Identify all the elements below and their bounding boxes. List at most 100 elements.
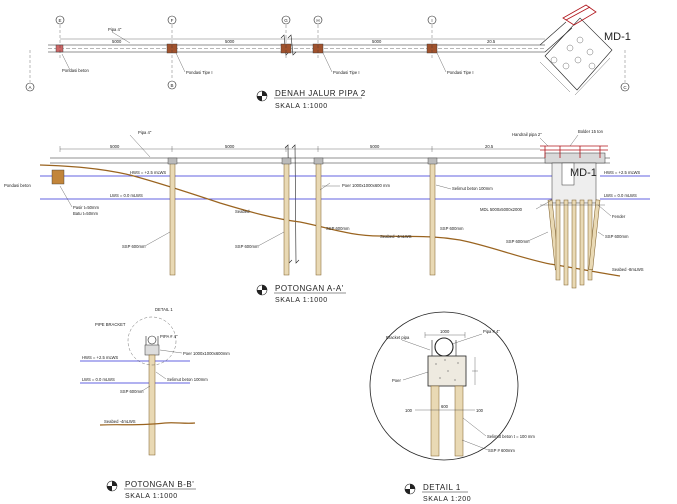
grid-bubble-e: E bbox=[58, 18, 61, 23]
aa-pile-h bbox=[315, 162, 322, 276]
aa-pile-i bbox=[429, 162, 436, 276]
plan-title-block: DENAH JALUR PIPA 2 SKALA 1:1000 bbox=[256, 89, 366, 110]
detail-bracket-label: Bracket pipa bbox=[386, 335, 410, 340]
plan-view: E F G H I A B C Pipa 4" 5000 5000 5000 2… bbox=[25, 4, 631, 110]
detail-title: DETAIL 1 bbox=[423, 483, 461, 492]
plan-label-pondasi-i: Pondasi Tipe I bbox=[447, 70, 474, 75]
aa-seabed-1: Seabed bbox=[235, 209, 250, 214]
aa-title-block: POTONGAN A-A' SKALA 1:1000 bbox=[256, 284, 346, 304]
aa-hws-label: HWS = +2.5 mLWS bbox=[130, 170, 166, 175]
bb-lws: LWS = 0.0 mLWS bbox=[82, 377, 115, 382]
detail-pile-left bbox=[430, 385, 440, 457]
plan-pipe-label: Pipa 4" bbox=[108, 27, 122, 32]
aa-ssp-1: SSP 600mm bbox=[122, 244, 146, 249]
detail-selimut-label: Selimut beton t = 100 mm bbox=[487, 434, 535, 439]
grid-bubble-i: I bbox=[431, 18, 432, 23]
grid-bubble-f: F bbox=[171, 18, 174, 23]
aa-poer-g bbox=[281, 157, 292, 165]
aa-ssp-3: SSP 600mm bbox=[326, 226, 350, 231]
detail-title-block: DETAIL 1 SKALA 1:200 bbox=[404, 483, 471, 503]
bb-ssp: SSP 600mm bbox=[120, 389, 144, 394]
section-aa: 5000 5000 5000 20.5 Pipa 4" HWS = +2.5 m… bbox=[4, 129, 650, 304]
aa-fender-label: Fender bbox=[612, 214, 626, 219]
aa-selimut-label: Selimut beton 100mm bbox=[452, 186, 493, 191]
grid-bubble-c: C bbox=[623, 85, 627, 90]
aa-bolder-label: Bolder 15 ton bbox=[578, 129, 604, 134]
detail-dim-b: 600 bbox=[441, 404, 449, 409]
aa-mooring-dolphin: MD-1 Handrail pipa 2" Bolder 15 ton Fend… bbox=[480, 129, 629, 289]
bb-pipe-bracket: PIPE BRACKET bbox=[95, 322, 126, 327]
aa-ssp-5: SSP 600mm bbox=[506, 239, 530, 244]
plan-label-pondasi-f: Pondasi Tipe I bbox=[186, 70, 213, 75]
bb-hws: HWS = +2.5 mLWS bbox=[82, 355, 118, 360]
aa-poer-f bbox=[167, 157, 178, 165]
plan-title: DENAH JALUR PIPA 2 bbox=[275, 89, 366, 98]
detail-ssp-label: SSP # 600mm bbox=[488, 448, 515, 453]
aa-poer-h bbox=[313, 157, 324, 165]
aa-ssp-2: SSP 600mm bbox=[235, 244, 259, 249]
plan-dim-2: 5000 bbox=[225, 39, 235, 44]
grid-bubble-a: A bbox=[28, 85, 31, 90]
aa-poer-label: Poer 1000x1000x600 mm bbox=[342, 183, 390, 188]
aa-pile-f bbox=[169, 162, 176, 276]
detail-poer-label: Poer bbox=[392, 378, 401, 383]
aa-seabed-2: Seabed -4mLWS bbox=[380, 234, 412, 239]
aa-mdl-label: MDL 5000x5000x2000 bbox=[480, 207, 523, 212]
aa-lws-label: LWS = 0.0 mLWS bbox=[110, 193, 143, 198]
plan-mooring-dolphin: MD-1 bbox=[539, 4, 631, 96]
plan-dim-1: 5000 bbox=[112, 39, 122, 44]
aa-pondasi-beton: Pondasi beton bbox=[4, 183, 31, 188]
section-bb: PIPE BRACKET DETAIL 1 PIPA # 4" Poer 100… bbox=[80, 307, 230, 500]
aa-ssp-6: SSP 600mm bbox=[605, 234, 629, 239]
bb-detail-ref: DETAIL 1 bbox=[155, 307, 173, 312]
plan-label-pondasi-h: Pondasi Tipe I bbox=[333, 70, 360, 75]
grid-bubble-b: B bbox=[170, 83, 173, 88]
aa-hws-right: HWS = +2.5 mLWS bbox=[604, 170, 640, 175]
aa-pasir: Pasir t=50mm bbox=[73, 205, 99, 210]
aa-dim-1: 5000 bbox=[110, 144, 120, 149]
aa-pipe-label: Pipa 4" bbox=[138, 130, 152, 135]
aa-lws-right: LWS = 0.0 mLWS bbox=[604, 193, 637, 198]
bb-pipa: PIPA # 4" bbox=[160, 334, 178, 339]
detail-boundary-circle bbox=[369, 311, 519, 461]
bb-title: POTONGAN B-B' bbox=[125, 480, 194, 489]
aa-poer-i bbox=[427, 157, 438, 165]
detail-scale: SKALA 1:200 bbox=[423, 496, 471, 503]
plan-foundation-beton bbox=[55, 44, 64, 53]
bb-selimut: Selimut beton 100mm bbox=[167, 377, 208, 382]
detail-pipa-label: Pipa # 4" bbox=[483, 329, 500, 334]
plan-md-label: MD-1 bbox=[604, 31, 631, 43]
aa-md-label: MD-1 bbox=[570, 167, 597, 179]
aa-handrail-label: Handrail pipa 2" bbox=[512, 132, 542, 137]
aa-shore-foundation bbox=[51, 169, 65, 185]
aa-ssp-4: SSP 600mm bbox=[440, 226, 464, 231]
aa-dim-3: 5000 bbox=[370, 144, 380, 149]
plan-dim-3: 5000 bbox=[372, 39, 382, 44]
detail-pipe bbox=[434, 337, 454, 357]
detail-dim-top: 1000 bbox=[440, 329, 450, 334]
aa-pile-g bbox=[283, 162, 290, 276]
detail-poer bbox=[427, 355, 467, 387]
plan-scale: SKALA 1:1000 bbox=[275, 103, 328, 110]
detail-dim-a: 100 bbox=[405, 408, 413, 413]
aa-dim-2: 5000 bbox=[225, 144, 235, 149]
bb-title-block: POTONGAN B-B' SKALA 1:1000 bbox=[106, 480, 196, 500]
aa-dim-4: 20.5 bbox=[485, 144, 494, 149]
aa-batu: Batu t=50mm bbox=[73, 211, 99, 216]
aa-scale: SKALA 1:1000 bbox=[275, 297, 328, 304]
grid-bubble-h: H bbox=[316, 18, 319, 23]
plan-label-pondasi-beton: Pondasi beton bbox=[62, 68, 89, 73]
bb-seabed: Seabed -4mLWS bbox=[104, 419, 136, 424]
plan-dim-4: 20.5 bbox=[487, 39, 496, 44]
aa-seabed-3: Seabed -8mLWS bbox=[612, 267, 644, 272]
detail-1: 1000 100 600 100 Bracket pipa Pipa # 4" … bbox=[369, 311, 535, 503]
detail-pile-right bbox=[454, 385, 464, 457]
aa-title: POTONGAN A-A' bbox=[275, 284, 344, 293]
bb-poer bbox=[144, 344, 160, 356]
detail-dim-c: 100 bbox=[476, 408, 484, 413]
bb-poer-label: Poer 1000x1000x600mm bbox=[183, 351, 230, 356]
bb-pile bbox=[148, 354, 156, 456]
grid-bubble-g: G bbox=[284, 18, 288, 23]
bb-scale: SKALA 1:1000 bbox=[125, 493, 178, 500]
